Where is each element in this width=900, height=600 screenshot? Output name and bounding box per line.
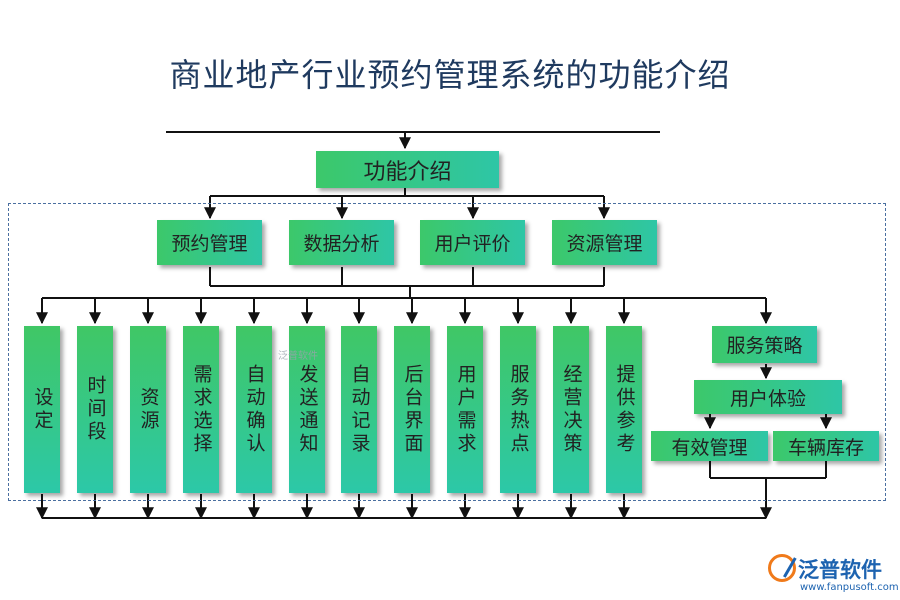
node-business-decision-label: 经营决策 [560,363,583,456]
node-provide-reference: 提供参考 [606,326,642,493]
node-service-hotspot: 服务热点 [500,326,536,493]
node-send-notice: 发送通知 [289,326,325,493]
node-user-experience: 用户体验 [694,380,842,414]
dashed-group-border [8,203,886,501]
node-service-hotspot-label: 服务热点 [507,363,530,456]
node-vehicle-inventory: 车辆库存 [773,431,879,461]
node-service-strategy: 服务策略 [712,326,817,363]
node-setting: 设定 [24,326,60,493]
logo-url: www.fanpusoft.com [800,582,899,593]
node-auto-record-label: 自动记录 [348,363,371,456]
node-user-review: 用户评价 [420,220,525,265]
node-business-decision: 经营决策 [553,326,589,493]
node-auto-confirm: 自动确认 [236,326,272,493]
node-setting-label: 设定 [31,386,54,433]
page-title: 商业地产行业预约管理系统的功能介绍 [169,56,731,94]
node-time-slot-label: 时间段 [84,375,107,444]
node-resource: 资源 [130,326,166,493]
node-resource-label: 资源 [137,386,160,433]
node-demand-selection: 需求选择 [183,326,219,493]
brand-logo[interactable]: 泛普软件 www.fanpusoft.com [766,552,899,596]
node-effective-management: 有效管理 [651,431,768,461]
logo-icon [768,554,796,582]
node-provide-reference-label: 提供参考 [613,363,636,456]
node-appointment-management: 预约管理 [157,220,262,265]
node-auto-record: 自动记录 [341,326,377,493]
node-user-demand-label: 用户需求 [454,363,477,456]
node-send-notice-label: 发送通知 [296,363,319,456]
node-user-demand: 用户需求 [447,326,483,493]
node-auto-confirm-label: 自动确认 [243,363,266,456]
node-backend-interface: 后台界面 [394,326,430,493]
node-data-analysis: 数据分析 [289,220,394,265]
logo-name: 泛普软件 [798,558,882,582]
node-time-slot: 时间段 [77,326,113,493]
node-backend-interface-label: 后台界面 [401,363,424,456]
node-resource-management: 资源管理 [552,220,657,265]
watermark-text: 泛普软件 [278,351,318,362]
root-node: 功能介绍 [316,151,499,188]
node-demand-selection-label: 需求选择 [190,363,213,456]
